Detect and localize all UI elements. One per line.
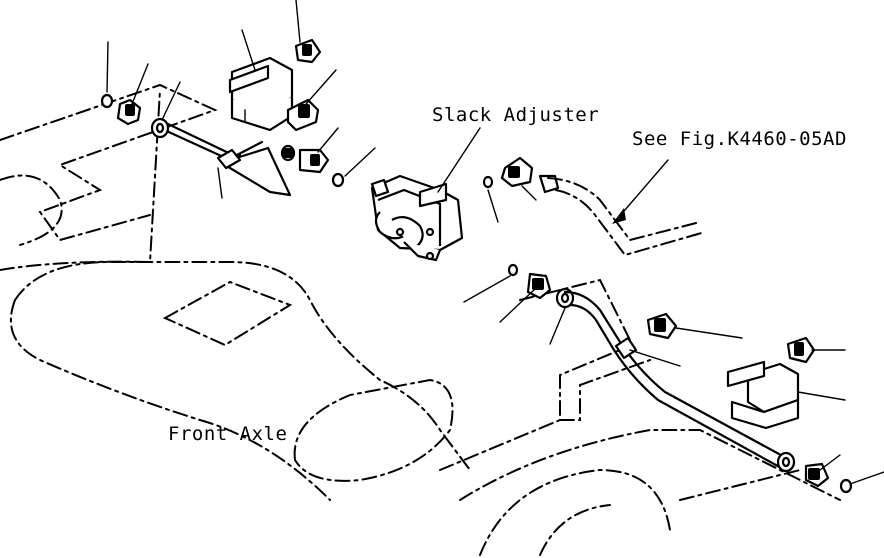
- see-fig-label: See Fig.K4460-05AD: [632, 128, 847, 150]
- chassis-outline: [0, 83, 841, 556]
- right-fittings: [646, 312, 853, 494]
- left-clamp: [216, 148, 242, 170]
- upper-left-bracket: [228, 56, 294, 132]
- arrow-head: [612, 208, 626, 224]
- left-fittings: [100, 38, 345, 188]
- slack-adjuster: [370, 174, 464, 262]
- leader-lines-right: [629, 327, 884, 485]
- leader-lines-left: [106, 0, 376, 199]
- front-axle-label: Front Axle: [168, 423, 287, 445]
- leader-lines-center: [437, 127, 669, 345]
- reference-tube: [547, 177, 706, 257]
- center-fittings: [482, 156, 575, 309]
- slack-adjuster-label: Slack Adjuster: [432, 104, 599, 126]
- right-clamp: [614, 336, 638, 360]
- lower-right-bracket: [726, 360, 800, 430]
